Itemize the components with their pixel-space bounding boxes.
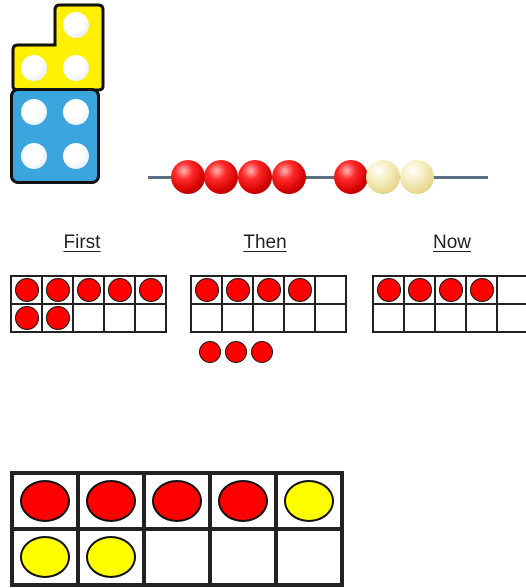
ten-frame-cell xyxy=(466,276,497,304)
bead xyxy=(171,160,205,194)
loose-counter xyxy=(225,341,247,363)
red-counter xyxy=(376,278,401,302)
ten-frame-cell xyxy=(191,276,222,304)
bead xyxy=(238,160,272,194)
loose-counter xyxy=(251,341,273,363)
numicon-three-hole xyxy=(63,12,89,38)
red-counter xyxy=(438,278,463,302)
red-counter xyxy=(45,278,70,302)
red-counter xyxy=(225,278,250,302)
yellow-counter xyxy=(86,536,136,578)
ten-frame-cell xyxy=(222,276,253,304)
ten-frame-first xyxy=(10,275,167,333)
numicon-three-hole xyxy=(21,55,47,81)
red-counter xyxy=(407,278,432,302)
label-then: Then xyxy=(243,232,287,253)
ten-frame-cell xyxy=(284,304,315,332)
numicon-four-hole xyxy=(21,99,47,125)
red-counter xyxy=(20,480,70,522)
ten-frame-cell xyxy=(78,529,144,585)
ten-frame-then xyxy=(190,275,347,333)
red-counter xyxy=(218,480,268,522)
ten-frame-cell xyxy=(210,529,276,585)
ten-frame-cell xyxy=(253,304,284,332)
red-counter xyxy=(138,278,163,302)
bead xyxy=(400,160,434,194)
ten-frame-cell xyxy=(135,276,166,304)
red-counter xyxy=(152,480,202,522)
ten-frame-cell xyxy=(497,304,526,332)
ten-frame-cell xyxy=(73,276,104,304)
red-counter xyxy=(194,278,219,302)
red-counter xyxy=(76,278,101,302)
ten-frame-cell xyxy=(104,304,135,332)
red-counter xyxy=(256,278,281,302)
numicon-four-hole xyxy=(21,143,47,169)
ten-frame-cell xyxy=(497,276,526,304)
red-counter xyxy=(107,278,132,302)
label-now: Now xyxy=(432,232,471,253)
ten-frame-cell xyxy=(12,473,78,529)
ten-frame-cell xyxy=(11,276,42,304)
ten-frame-cell xyxy=(11,304,42,332)
ten-frame-cell xyxy=(144,473,210,529)
ten-frame-cell xyxy=(435,304,466,332)
ten-frame-cell xyxy=(42,304,73,332)
ten-frame-cell xyxy=(373,276,404,304)
ten-frame-cell xyxy=(12,529,78,585)
ten-frame-cell xyxy=(373,304,404,332)
bead-string-wire xyxy=(148,176,488,179)
numicon-three-hole xyxy=(63,55,89,81)
ten-frame-large xyxy=(10,471,344,587)
numicon-three-piece xyxy=(11,3,105,92)
loose-counter xyxy=(199,341,221,363)
ten-frame-cell xyxy=(466,304,497,332)
ten-frame-cell xyxy=(315,304,346,332)
yellow-counter xyxy=(20,536,70,578)
bead xyxy=(272,160,306,194)
ten-frame-cell xyxy=(78,473,144,529)
bead xyxy=(366,160,400,194)
red-counter xyxy=(14,278,39,302)
red-counter xyxy=(45,306,70,330)
bead xyxy=(204,160,238,194)
ten-frame-now xyxy=(372,275,526,333)
ten-frame-cell xyxy=(73,304,104,332)
ten-frame-cell xyxy=(222,304,253,332)
yellow-counter xyxy=(284,480,334,522)
ten-frame-cell xyxy=(315,276,346,304)
ten-frame-cell xyxy=(253,276,284,304)
red-counter xyxy=(287,278,312,302)
bead xyxy=(334,160,368,194)
ten-frame-cell xyxy=(104,276,135,304)
ten-frame-cell xyxy=(210,473,276,529)
red-counter xyxy=(86,480,136,522)
ten-frame-cell xyxy=(135,304,166,332)
red-counter xyxy=(469,278,494,302)
ten-frame-cell xyxy=(435,276,466,304)
ten-frame-cell xyxy=(276,529,342,585)
ten-frame-cell xyxy=(42,276,73,304)
red-counter xyxy=(14,306,39,330)
numicon-four-hole xyxy=(63,143,89,169)
ten-frame-cell xyxy=(404,304,435,332)
ten-frame-cell xyxy=(284,276,315,304)
label-first: First xyxy=(63,232,101,253)
ten-frame-cell xyxy=(404,276,435,304)
ten-frame-cell xyxy=(191,304,222,332)
ten-frame-cell xyxy=(144,529,210,585)
ten-frame-cell xyxy=(276,473,342,529)
numicon-four-hole xyxy=(63,99,89,125)
